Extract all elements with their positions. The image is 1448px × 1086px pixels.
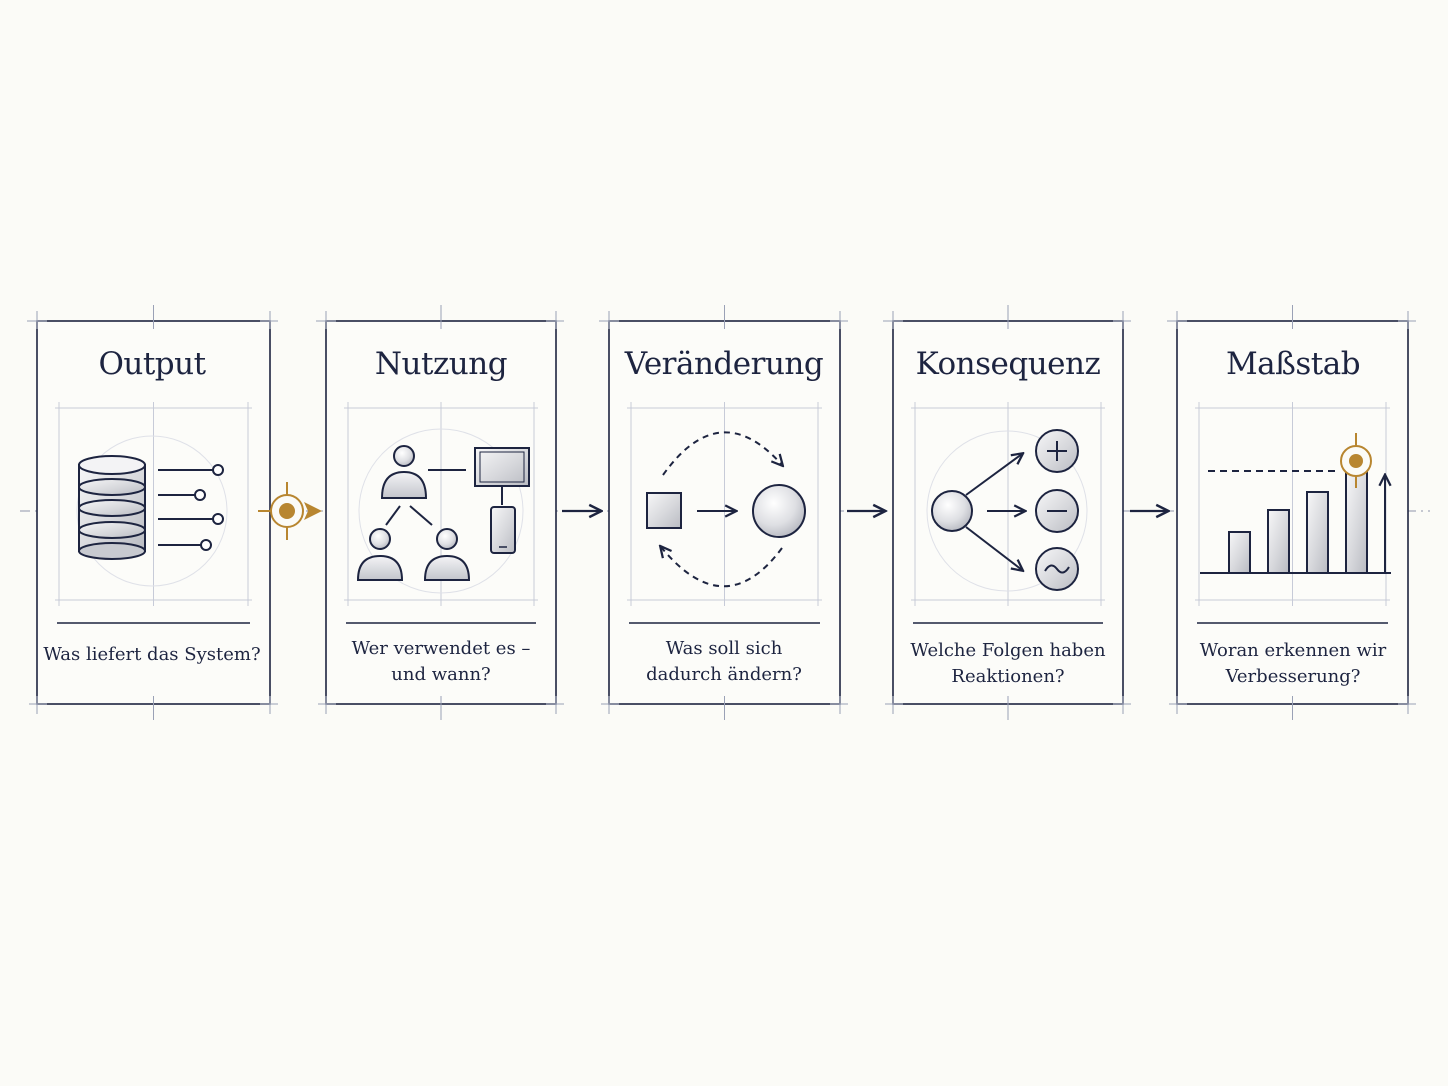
step-question-line: Was liefert das System? bbox=[43, 644, 261, 665]
step-question-line: Woran erkennen wir bbox=[1199, 640, 1387, 661]
step-question-line: Reaktionen? bbox=[951, 666, 1065, 687]
step-question-line: Wer verwendet es – bbox=[351, 638, 531, 659]
step-question-line: Welche Folgen haben bbox=[910, 640, 1106, 661]
step-question: Was liefert das System? bbox=[36, 642, 268, 668]
step-question-line: Verbesserung? bbox=[1225, 666, 1361, 687]
database-icon bbox=[76, 435, 228, 587]
step-title: Output bbox=[98, 346, 206, 382]
step-title: Veränderung bbox=[624, 346, 824, 382]
bar-chart-target-icon bbox=[1200, 433, 1391, 574]
step-title: Nutzung bbox=[374, 346, 508, 382]
branching-outcomes-icon bbox=[926, 429, 1088, 592]
target-arrow-icon bbox=[258, 482, 322, 540]
step-question-line: Was soll sich bbox=[665, 638, 783, 659]
step-question: Woran erkennen wir Verbesserung? bbox=[1177, 638, 1409, 690]
step-question: Welche Folgen haben Reaktionen? bbox=[892, 638, 1124, 690]
step-question: Wer verwendet es – und wann? bbox=[325, 636, 557, 688]
transformation-cycle-icon bbox=[646, 431, 806, 588]
users-devices-icon bbox=[356, 428, 530, 594]
step-title: Konsequenz bbox=[915, 346, 1101, 382]
step-title: Maßstab bbox=[1225, 346, 1361, 382]
step-question-line: dadurch ändern? bbox=[646, 664, 802, 685]
goal-target-icon bbox=[1340, 433, 1372, 488]
step-question-line: und wann? bbox=[391, 664, 491, 685]
step-question: Was soll sich dadurch ändern? bbox=[608, 636, 840, 688]
